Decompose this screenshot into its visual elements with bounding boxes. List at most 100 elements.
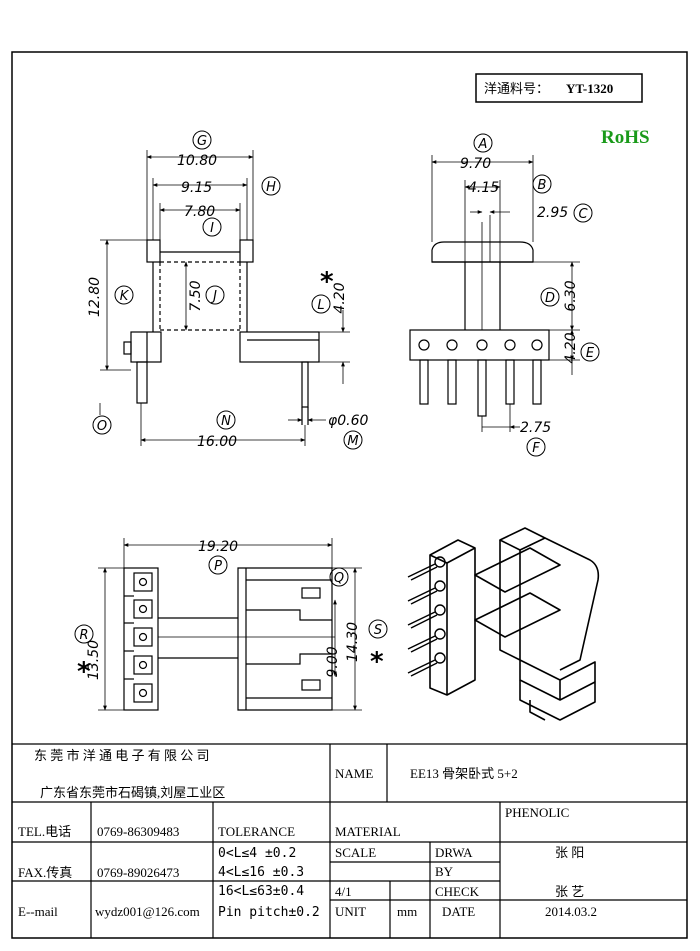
part-number-value: YT-1320: [566, 81, 613, 96]
svg-text:F: F: [532, 441, 540, 456]
bottom-right-star-mark: *: [370, 647, 384, 677]
dim-s-value: 14.30: [345, 622, 361, 662]
dim-e-value: 4.20: [563, 332, 579, 363]
scale-value: 4/1: [335, 884, 352, 899]
label-l: L: [311, 294, 331, 314]
check-value: 张 艺: [555, 884, 584, 899]
bottom-view-annotations: 19.20 13.50 14.30 9.00 * * P Q R S: [74, 539, 388, 687]
fax-value: 0769-89026473: [97, 865, 179, 880]
label-c: C: [573, 203, 593, 223]
svg-text:L: L: [317, 298, 324, 313]
label-f: F: [526, 437, 546, 457]
dim-c-value: 2.95: [537, 205, 568, 221]
dim-l-value: 4.20: [332, 282, 348, 313]
part-number-label: 洋通料号：: [484, 81, 549, 96]
dim-m-value: φ0.60: [328, 413, 369, 429]
svg-text:B: B: [538, 178, 547, 193]
side-right-pin: [301, 361, 309, 408]
drwa-value: 张 阳: [555, 845, 584, 860]
svg-text:H: H: [266, 180, 276, 195]
tolerance-line-4: Pin pitch±0.2: [218, 905, 320, 920]
dim-a-value: 9.70: [460, 156, 491, 172]
title-block: [12, 743, 687, 938]
material-label: MATERIAL: [335, 824, 401, 839]
front-pins: [419, 359, 542, 417]
bottom-left-block: [123, 567, 159, 711]
svg-text:R: R: [79, 628, 88, 643]
svg-text:I: I: [210, 221, 214, 236]
label-i: I: [202, 217, 222, 237]
dim-r-value: 13.50: [86, 640, 102, 680]
label-m: M: [343, 430, 363, 450]
dim-i-value: 7.80: [184, 204, 215, 220]
svg-text:G: G: [197, 134, 207, 149]
drwa-label: DRWA: [435, 845, 473, 860]
dim-p-value: 19.20: [198, 539, 238, 555]
svg-text:D: D: [545, 291, 555, 306]
front-view: [409, 155, 580, 432]
dim-d-value: 6.30: [563, 280, 579, 311]
sheet-border: [11, 51, 688, 939]
tolerance-label: TOLERANCE: [218, 824, 295, 839]
company-name: 东 莞 市 洋 通 电 子 有 限 公 司: [34, 748, 210, 763]
svg-text:P: P: [214, 559, 222, 574]
date-value: 2014.03.2: [545, 904, 597, 919]
dim-t-value: 9.00: [325, 646, 341, 677]
side-left-block: [130, 331, 162, 363]
side-view-annotations: 10.80 9.15 7.80 12.80 7.50 4.20 16.00 φ0…: [87, 130, 369, 450]
label-b: B: [532, 174, 552, 194]
side-view: [99, 150, 350, 446]
name-value: EE13 骨架卧式 5+2: [410, 766, 518, 781]
bottom-right-block: [237, 567, 333, 711]
front-base: [409, 329, 550, 361]
side-flange-top-right: [239, 239, 254, 263]
svg-text:Q: Q: [334, 571, 344, 586]
company-address: 广东省东莞市石碣镇,刘屋工业区: [40, 785, 225, 800]
label-p: P: [208, 555, 228, 575]
side-star-mark: *: [320, 267, 334, 297]
side-left-pin: [136, 361, 148, 404]
title-block-text: 东 莞 市 洋 通 电 子 有 限 公 司 广东省东莞市石碣镇,刘屋工业区 NA…: [18, 748, 597, 920]
by-label: BY: [435, 864, 454, 879]
svg-text:E: E: [586, 346, 595, 361]
material-value: PHENOLIC: [505, 805, 569, 820]
svg-text:S: S: [374, 623, 382, 638]
front-pin-holes: [418, 339, 543, 351]
email-label: E--mail: [18, 904, 58, 919]
svg-text:O: O: [97, 419, 107, 434]
svg-text:J: J: [210, 289, 217, 304]
tel-label: TEL.电话: [18, 824, 71, 839]
iso-pins: [407, 556, 446, 677]
part-number-box: 洋通料号： YT-1320: [475, 73, 643, 103]
svg-text:K: K: [120, 289, 130, 304]
bottom-left-star-mark: *: [77, 657, 91, 687]
tolerance-line-3: 16<L≤63±0.4: [218, 884, 304, 899]
label-j: J: [205, 285, 225, 305]
dim-n-value: 16.00: [197, 434, 237, 450]
iso-terminal-block: [429, 539, 476, 696]
dim-k-value: 12.80: [87, 277, 103, 317]
tolerance-line-2: 4<L≤16 ±0.3: [218, 865, 304, 880]
label-k: K: [114, 285, 134, 305]
side-flange-top-left: [146, 239, 161, 263]
scale-label: SCALE: [335, 845, 376, 860]
tel-value: 0769-86309483: [97, 824, 179, 839]
date-label: DATE: [442, 904, 475, 919]
label-d: D: [540, 287, 560, 307]
label-r: R: [74, 624, 94, 644]
unit-label: UNIT: [335, 904, 366, 919]
svg-text:A: A: [478, 137, 488, 152]
bottom-view: [98, 538, 362, 711]
label-a: A: [473, 133, 493, 153]
front-view-annotations: 9.70 4.15 2.95 6.30 4.20 2.75 A B C D E …: [460, 133, 600, 457]
svg-text:N: N: [221, 414, 231, 429]
bottom-left-pins: [124, 572, 153, 703]
dim-h-value: 9.15: [181, 180, 212, 196]
front-top-cap: [431, 241, 534, 263]
dim-g-value: 10.80: [177, 153, 217, 169]
label-n: N: [216, 410, 236, 430]
dim-j-value: 7.50: [188, 280, 204, 311]
fax-label: FAX.传真: [18, 865, 72, 880]
side-right-block: [239, 331, 320, 363]
